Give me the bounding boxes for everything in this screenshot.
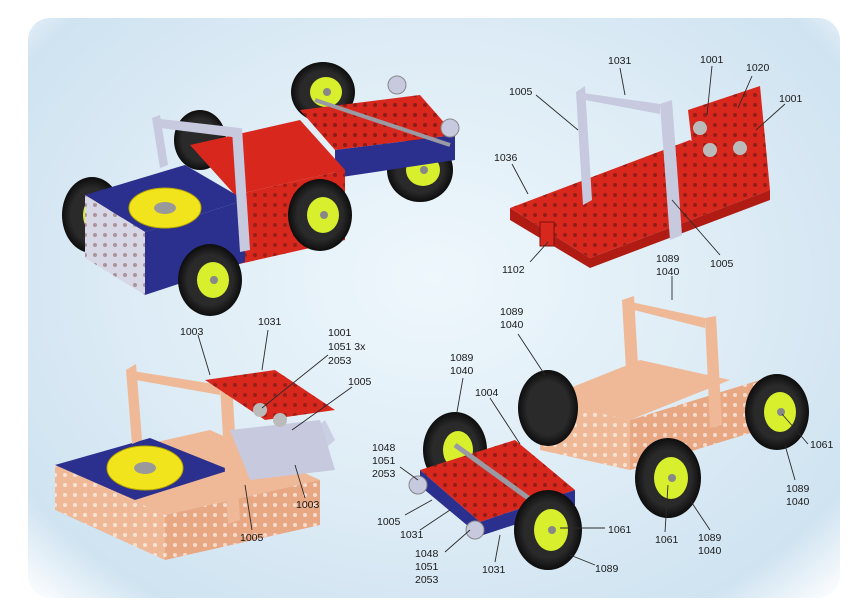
part-label: 1036 [494, 152, 518, 164]
part-label: 1089 [656, 253, 680, 265]
part-label: 1051 [372, 455, 396, 467]
part-label: 1003 [180, 326, 204, 338]
part-label: 1051 [415, 561, 439, 573]
part-label: 1003 [296, 499, 320, 511]
part-label: 1089 [500, 306, 524, 318]
part-label: 1040 [786, 496, 810, 508]
wheel-icon [178, 244, 242, 316]
part-label: 1031 [400, 529, 424, 541]
pulley-icon [128, 187, 202, 229]
part-label: 1005 [509, 86, 533, 98]
step1-red-plate-illustration [510, 86, 770, 268]
part-label: 1005 [710, 258, 734, 270]
part-label: 1040 [698, 545, 722, 557]
part-label: 1089 [786, 483, 810, 495]
part-label: 1089 [698, 532, 722, 544]
part-label: 1020 [746, 62, 770, 74]
part-label: 1040 [656, 266, 680, 278]
wheel-icon [518, 370, 578, 446]
part-label: 1061 [608, 524, 632, 536]
assembled-car-illustration [62, 62, 460, 316]
part-label: 1031 [608, 55, 632, 67]
part-label: 1005 [377, 516, 401, 528]
part-label: 1089 [595, 563, 619, 575]
wheel-icon [745, 374, 809, 450]
part-label: 1031 [482, 564, 506, 576]
part-label: 1001 [328, 327, 352, 339]
part-label: 1001 [700, 54, 724, 66]
step2-body-illustration [55, 364, 335, 560]
part-label: 1048 [415, 548, 439, 560]
leader-lines [197, 65, 809, 566]
wheel-icon [514, 490, 582, 570]
part-label: 1040 [500, 319, 524, 331]
part-label: 1061 [810, 439, 834, 451]
part-label: 1102 [502, 264, 525, 276]
part-label: 2053 [372, 468, 396, 480]
part-label: 1089 [450, 352, 474, 364]
step3-wheels-illustration [408, 296, 809, 570]
part-label: 1001 [779, 93, 803, 105]
part-label: 2053 [415, 574, 439, 586]
part-label: 1061 [655, 534, 679, 546]
part-label: 1005 [348, 376, 372, 388]
part-labels: 1031 1005 1001 1020 1001 1036 1102 1005 … [180, 54, 834, 586]
part-label: 2053 [328, 355, 352, 367]
wheel-icon [635, 438, 701, 518]
part-label: 1040 [450, 365, 474, 377]
part-label: 1005 [240, 532, 264, 544]
part-label: 1004 [475, 387, 499, 399]
part-label: 1031 [258, 316, 282, 328]
part-label: 1051 3x [328, 341, 366, 353]
pulley-icon [106, 445, 184, 491]
part-label: 1048 [372, 442, 396, 454]
wheel-icon [288, 179, 352, 251]
